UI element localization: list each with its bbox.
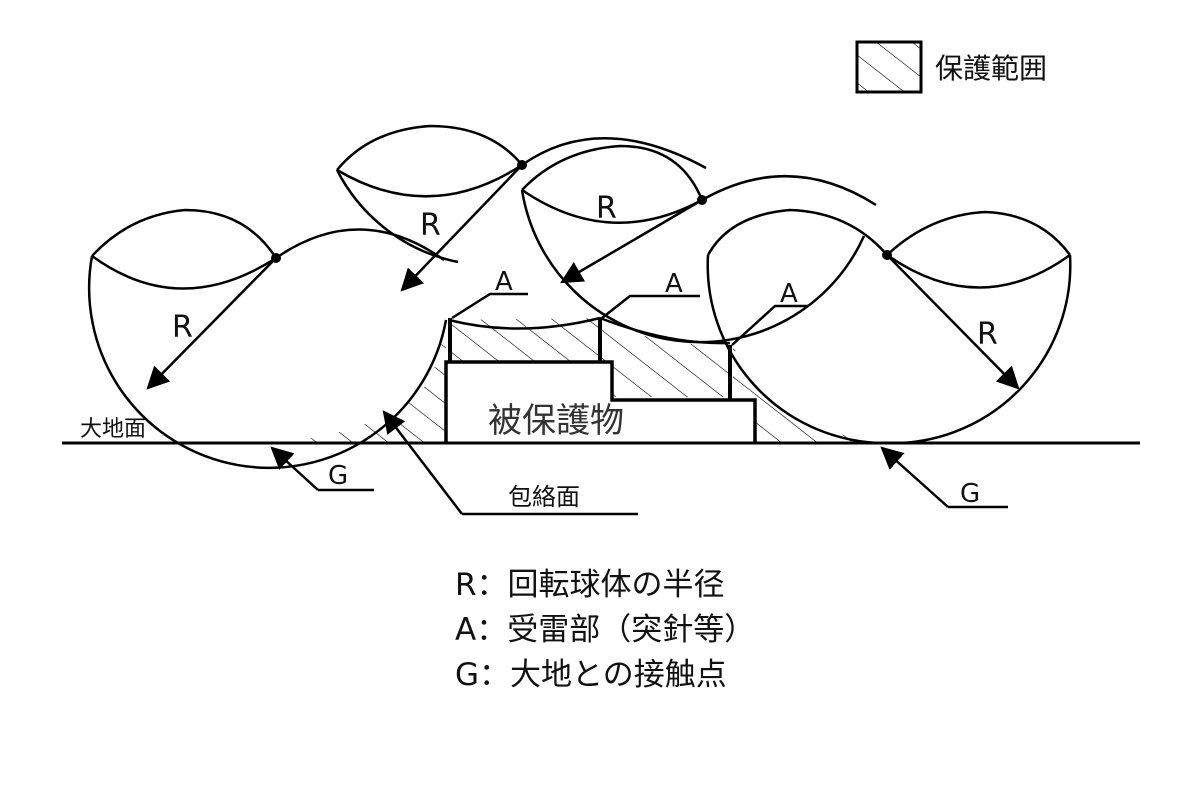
rolling-sphere-3-top (521, 144, 704, 201)
rolling-sphere-2-top (336, 124, 523, 171)
air-terminal-leaders (451, 292, 808, 346)
envelope-segment (599, 316, 731, 345)
rolling-sphere-4-top (706, 208, 888, 256)
radius-label: R (596, 191, 617, 226)
caption-line: A：受雷部（突針等） (455, 612, 755, 648)
rolling-sphere-2 (335, 169, 459, 264)
protected-zone-right (733, 343, 885, 443)
legend-label: 保護範囲 (935, 52, 1047, 85)
radius-label: R (172, 310, 193, 345)
ground-contact-label: G (960, 479, 980, 509)
radius-label: R (420, 208, 441, 243)
envelope-segment (448, 316, 601, 330)
rolling-sphere-1-rim (91, 228, 445, 290)
rolling-sphere-4 (706, 254, 886, 445)
radius-label: R (977, 317, 998, 352)
rolling-sphere-1 (87, 255, 448, 470)
envelope-label: 包絡面 (508, 483, 580, 511)
radius-arrow (400, 164, 523, 292)
air-terminal-leader (731, 304, 808, 346)
ground-plane-label: 大地面 (80, 417, 146, 442)
radius-arrow (146, 257, 277, 390)
air-terminal-label: A (665, 269, 683, 299)
caption: R：回転球体の半径 A：受雷部（突針等） G：大地との接触点 (455, 567, 755, 693)
rolling-sphere-3 (520, 189, 866, 344)
radius-arrows (146, 164, 1020, 390)
rolling-sphere-1-top (91, 208, 278, 259)
ground-contact-arrow (270, 446, 319, 491)
caption-line: R：回転球体の半径 (455, 567, 725, 603)
radius-arrow (886, 254, 1020, 390)
ground-contact-arrow (880, 446, 949, 508)
protected-object-label: 被保護物 (488, 401, 624, 441)
protected-object (444, 360, 757, 443)
air-terminal-label: A (495, 267, 513, 297)
air-terminals (448, 318, 732, 400)
rolling-sphere-5 (884, 254, 1072, 445)
envelope-arrow (382, 410, 463, 515)
legend-hatch-swatch (855, 40, 923, 94)
legend: 保護範囲 (855, 40, 1047, 94)
rolling-spheres (87, 124, 1072, 470)
air-terminal-label: A (780, 279, 798, 309)
air-terminal-leader (451, 292, 528, 320)
ground-contact-label: G (328, 461, 348, 491)
envelope-leader (382, 410, 638, 516)
protected-zone-top-left (449, 318, 600, 362)
ground-contact-leaders (270, 446, 1008, 509)
rolling-sphere-5-top (886, 210, 1072, 256)
caption-line: G：大地との接触点 (455, 657, 727, 693)
protected-zone-left (270, 320, 446, 443)
air-terminal-leader (601, 294, 700, 319)
radius-arrow (560, 198, 703, 284)
rolling-sphere-5-rim (886, 253, 1071, 289)
protected-zone-middle (449, 318, 730, 397)
